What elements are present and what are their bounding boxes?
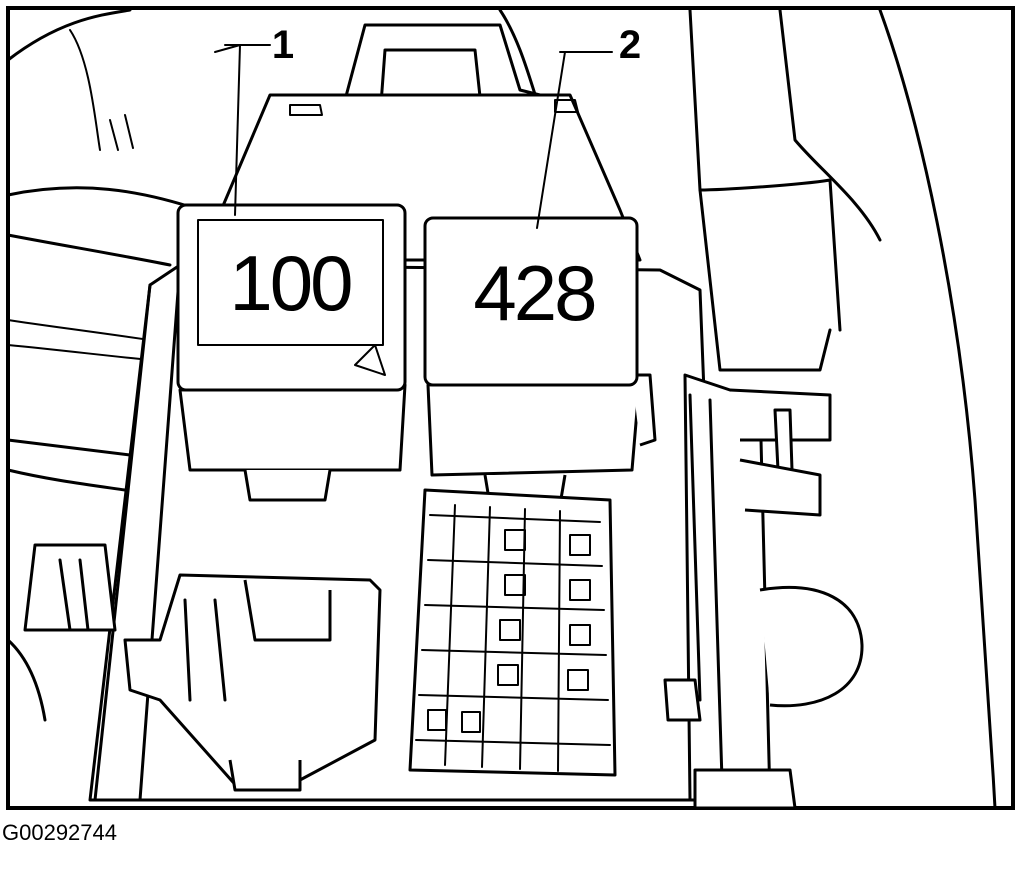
fuse-block <box>408 488 617 777</box>
connector-housing <box>123 573 382 792</box>
figure-id-caption: G00292744 <box>2 820 117 845</box>
callout-2: 2 <box>536 23 641 229</box>
callout-2-number: 2 <box>619 23 641 67</box>
relay-428-label: 428 <box>473 249 594 337</box>
relay-100-label: 100 <box>229 239 351 327</box>
side-clip <box>6 543 117 722</box>
relay-100: 100 <box>176 203 407 502</box>
background-contours <box>6 8 997 810</box>
callout-1-number: 1 <box>272 23 294 67</box>
relay-428: 428 <box>423 216 657 507</box>
right-holder <box>663 373 864 810</box>
callout-1: 1 <box>214 23 294 216</box>
